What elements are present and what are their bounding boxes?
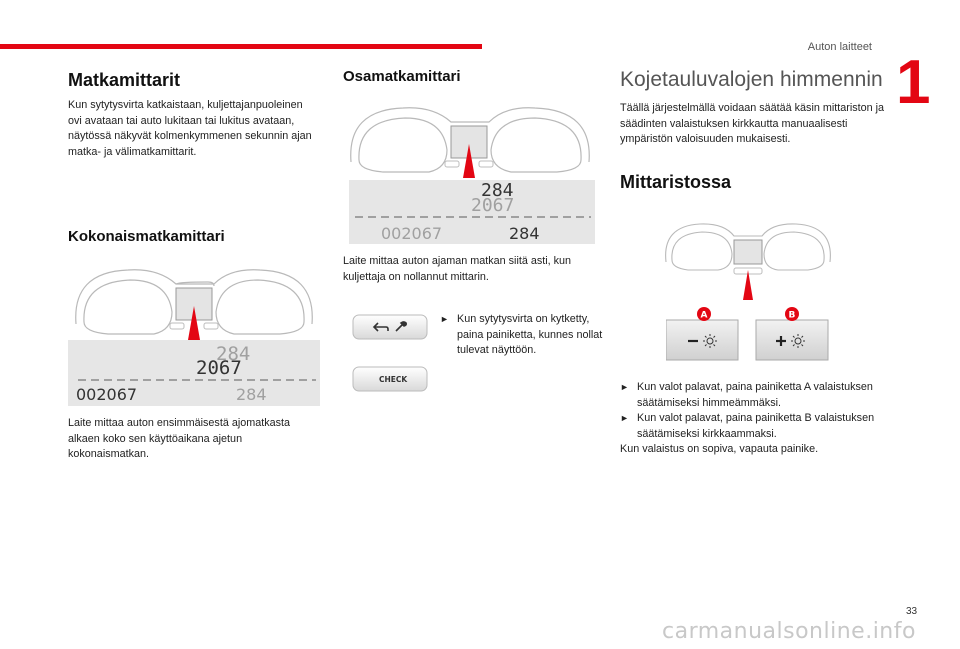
pointer-arrow-icon <box>188 306 200 340</box>
check-button-label: CHECK <box>379 375 408 384</box>
lcd-trip: 284 <box>236 385 267 404</box>
instrument-cluster-outline <box>75 269 313 335</box>
instrument-cluster-outline <box>350 107 590 173</box>
check-button-illustration: CHECK <box>352 366 428 392</box>
dimmer-cluster-illustration <box>665 223 831 300</box>
check-button-shape <box>352 366 428 392</box>
instruction-a: ►Kun valot palavat, paina painiketta A v… <box>620 381 873 409</box>
lcd-total-top: 2067 <box>471 195 514 216</box>
lcd-total-top: 2067 <box>196 357 242 379</box>
total-odometer-caption: Laite mittaa auton ensimmäisestä ajomatk… <box>68 417 291 460</box>
sun-icon <box>791 334 805 348</box>
chapter-number: 1 <box>896 48 931 117</box>
instrument-cluster-outline <box>665 223 831 271</box>
reset-button-shape <box>352 314 428 340</box>
trip-meter-title: Osamatkamittari <box>343 68 461 85</box>
wrench-icon <box>395 321 408 332</box>
odometers-title: Matkamittarit <box>68 70 181 90</box>
reset-instruction: ►Kun sytytysvirta on kytketty, paina pai… <box>440 313 603 356</box>
label-b-badge <box>785 307 799 321</box>
dimmer-title: Kojetauluvalojen himmennin <box>620 68 883 91</box>
total-odometer-title: Kokonaismatkamittari <box>68 228 225 245</box>
header-accent-bar <box>0 44 482 49</box>
sun-icon <box>703 334 717 348</box>
return-arrow-icon <box>372 322 389 332</box>
lcd-display <box>68 340 320 406</box>
lcd-total: 002067 <box>381 224 442 243</box>
cluster-screen <box>733 239 763 265</box>
reset-button-illustration <box>352 314 428 340</box>
lcd-trip-top: 284 <box>481 180 514 201</box>
closing-instruction: Kun valaistus on sopiva, vapauta painike… <box>620 443 819 455</box>
dimmer-intro: Täällä järjestelmällä voidaan säätää käs… <box>620 102 885 145</box>
pointer-arrow-icon <box>743 270 753 300</box>
odometers-intro: Kun sytytysvirta katkaistaan, kuljettaja… <box>68 99 312 158</box>
total-odometer-illustration: 284 2067 002067 284 <box>68 269 320 406</box>
lcd-trip: 284 <box>509 224 540 243</box>
cluster-buttons <box>444 160 494 168</box>
label-a-badge <box>697 307 711 321</box>
instruction-b: ►Kun valot palavat, paina painiketta B v… <box>620 412 875 440</box>
label-a: A <box>701 311 708 321</box>
dimmer-button-b <box>755 319 829 361</box>
trip-meter-illustration: 284 2067 002067 284 <box>349 107 595 244</box>
in-cluster-title: Mittaristossa <box>620 172 732 192</box>
lcd-total: 002067 <box>76 385 137 404</box>
page-number: 33 <box>906 606 918 617</box>
lcd-display <box>349 180 595 244</box>
dimmer-buttons-illustration: A B <box>666 307 829 361</box>
watermark: carmanualsonline.info <box>662 619 916 644</box>
dimmer-button-a <box>666 319 739 361</box>
chapter-title: Auton laitteet <box>807 41 872 53</box>
cluster-buttons <box>169 322 219 330</box>
trip-meter-caption: Laite mittaa auton ajaman matkan siitä a… <box>343 255 572 283</box>
lcd-trip-top: 284 <box>216 343 250 365</box>
label-b: B <box>789 311 796 321</box>
plus-icon <box>776 336 786 346</box>
pointer-arrow-icon <box>463 144 475 178</box>
